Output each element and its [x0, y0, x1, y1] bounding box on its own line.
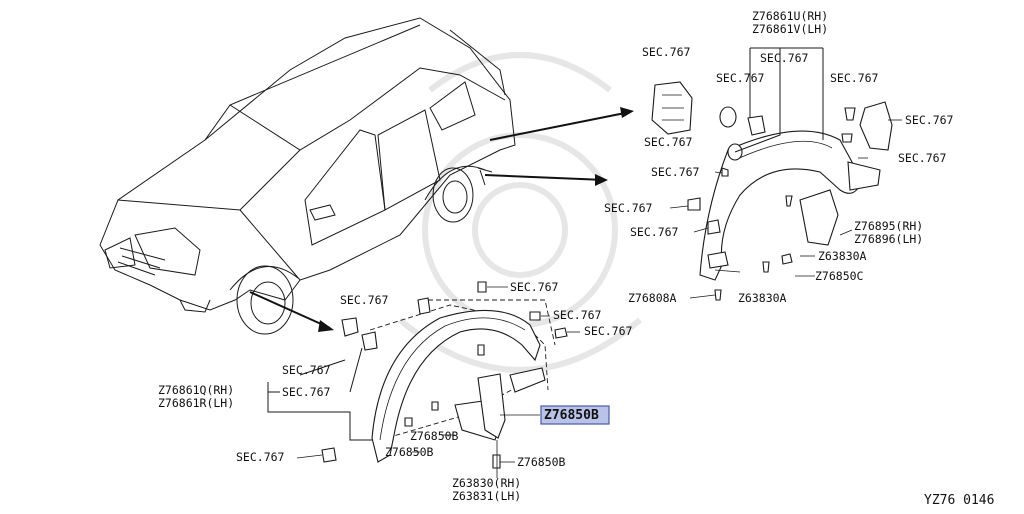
part-labels: SEC.767 SEC.767 SEC.767 SEC.767 SEC.767 … — [158, 9, 994, 508]
label-sec767: SEC.767 — [651, 165, 700, 179]
label-sec767: SEC.767 — [282, 363, 331, 377]
vehicle-illustration — [99, 17, 516, 335]
callout-arrows — [249, 107, 634, 332]
highlighted-part-box — [540, 405, 610, 425]
label-sec767: SEC.767 — [830, 71, 879, 85]
label-part-number: Z76850B — [410, 429, 459, 443]
label-part-number: Z76861V(LH) — [752, 22, 828, 36]
label-sec767: SEC.767 — [905, 113, 954, 127]
label-sec767: SEC.767 — [340, 293, 389, 307]
label-sec767: SEC.767 — [510, 280, 559, 294]
rear-fender-assembly — [651, 47, 893, 301]
label-sec767: SEC.767 — [760, 51, 809, 65]
label-part-number: Z76808A — [628, 291, 677, 305]
label-part-number: Z76895(RH) — [854, 219, 923, 233]
leader-lines — [296, 119, 902, 478]
label-part-number: Z76861R(LH) — [158, 396, 234, 410]
label-sec767: SEC.767 — [898, 151, 947, 165]
label-part-number: Z76861Q(RH) — [158, 383, 234, 397]
label-sec767: SEC.767 — [553, 308, 602, 322]
label-sec767: SEC.767 — [604, 201, 653, 215]
label-sec767: SEC.767 — [716, 71, 765, 85]
label-part-number: Z76896(LH) — [854, 232, 923, 246]
label-part-number: Z76850B — [385, 445, 434, 459]
label-part-number: Z63830(RH) — [452, 476, 521, 490]
label-sec767: SEC.767 — [236, 450, 285, 464]
label-part-number: Z63830A — [818, 249, 867, 263]
label-part-number: Z63830A — [738, 291, 787, 305]
label-part-number: Z76850C — [815, 269, 864, 283]
label-part-number: Z63831(LH) — [452, 489, 521, 503]
label-sec767: SEC.767 — [282, 385, 331, 399]
front-fender-assembly — [267, 281, 568, 469]
label-sec767: SEC.767 — [630, 225, 679, 239]
label-sec767: SEC.767 — [642, 45, 691, 59]
label-highlighted-part[interactable]: Z76850B — [544, 408, 599, 423]
label-sec767: SEC.767 — [584, 324, 633, 338]
label-part-number: Z76861U(RH) — [752, 9, 828, 23]
label-sec767: SEC.767 — [644, 135, 693, 149]
diagram-code: YZ76 0146 — [924, 493, 994, 508]
label-part-number: Z76850B — [517, 455, 566, 469]
